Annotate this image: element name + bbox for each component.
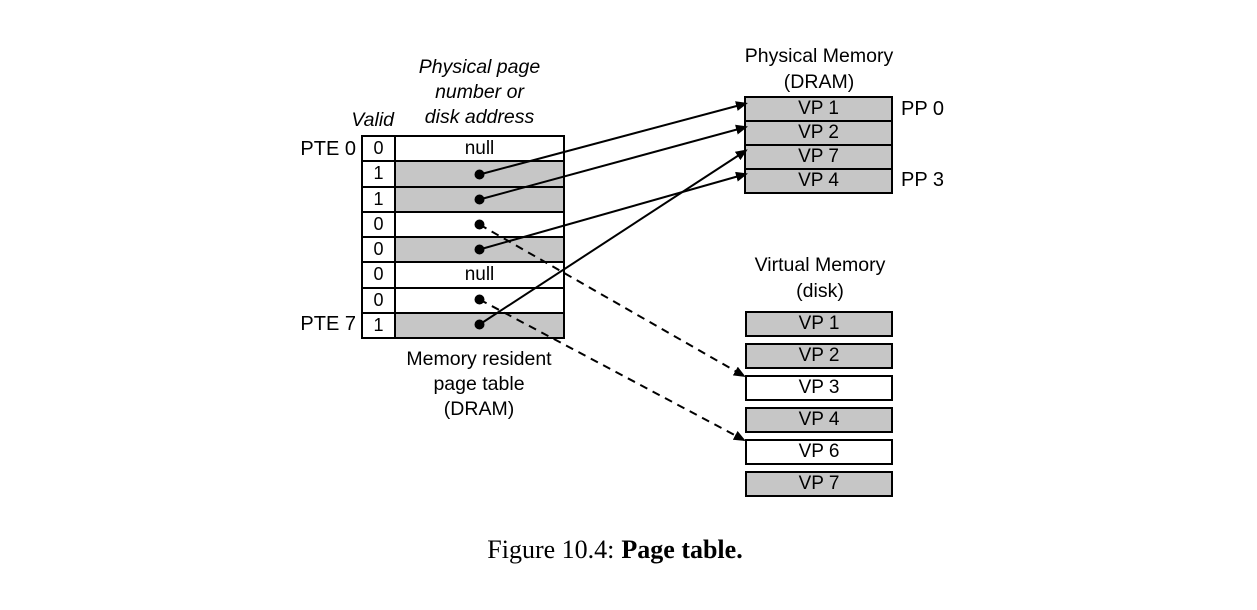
- physical-page-row: VP 4: [746, 170, 891, 192]
- pte-valid-bit: 1: [363, 162, 394, 188]
- physical-page-row: VP 2: [746, 122, 891, 146]
- virtual-page-row: VP 7: [745, 471, 893, 497]
- physical-memory-title-line: Physical Memory: [744, 45, 894, 67]
- footer-line: (DRAM): [443, 398, 515, 420]
- pte-valid-bit: 0: [363, 238, 394, 264]
- valid-column-header: Valid: [351, 109, 394, 131]
- column-header-line: number or: [435, 81, 524, 103]
- pte-valid-bit: 1: [363, 188, 394, 213]
- physical-page-row: VP 1: [746, 98, 891, 122]
- pte-entry-pointer: [396, 313, 563, 337]
- pte-entry-pointer: [396, 162, 563, 188]
- pte-valid-bit: 0: [363, 213, 394, 238]
- footer-line: Memory resident: [406, 348, 552, 370]
- pte-entry-pointer: [396, 187, 563, 213]
- column-header-line: disk address: [424, 106, 535, 128]
- pte-valid-bit: 0: [363, 289, 394, 314]
- caption-title: Page table.: [621, 535, 743, 564]
- virtual-memory-title-line: (disk): [796, 280, 844, 302]
- virtual-memory-title-line: Virtual Memory: [754, 254, 886, 276]
- pte-entry-pointer: [396, 289, 563, 314]
- pte-valid-bit: 0: [363, 263, 394, 289]
- pte-0-label: PTE 0: [300, 138, 356, 160]
- page-table-column-header: Physical page number or disk address: [394, 55, 565, 130]
- pte-entry-pointer: [396, 213, 563, 238]
- virtual-page-row: VP 3: [745, 375, 893, 401]
- pte-entry-null: null: [396, 137, 563, 163]
- caption-prefix: Figure 10.4:: [487, 535, 615, 564]
- pte-entry-null: null: [396, 263, 563, 289]
- footer-line: page table: [433, 373, 525, 395]
- virtual-page-row: VP 4: [745, 407, 893, 433]
- virtual-page-row: VP 2: [745, 343, 893, 369]
- pp0-label: PP 0: [901, 98, 944, 120]
- column-header-line: Physical page: [418, 56, 541, 78]
- physical-page-row: VP 7: [746, 146, 891, 170]
- physical-memory-title: Physical Memory (DRAM): [724, 43, 914, 95]
- page-table-data-column: null null: [394, 135, 565, 339]
- physical-memory-title-line: (DRAM): [783, 71, 855, 93]
- virtual-page-row: VP 6: [745, 439, 893, 465]
- figure-caption: Figure 10.4:Page table.: [0, 535, 1230, 565]
- pte-entry-pointer: [396, 238, 563, 264]
- pte-valid-bit: 1: [373, 314, 384, 335]
- page-table-footer-label: Memory resident page table (DRAM): [377, 347, 581, 422]
- pte-7-label: PTE 7: [300, 313, 356, 335]
- virtual-page-row: VP 1: [745, 311, 893, 337]
- pte-valid-bit: 0: [363, 137, 394, 163]
- virtual-memory-title: Virtual Memory (disk): [725, 252, 915, 304]
- pp3-label: PP 3: [901, 169, 944, 191]
